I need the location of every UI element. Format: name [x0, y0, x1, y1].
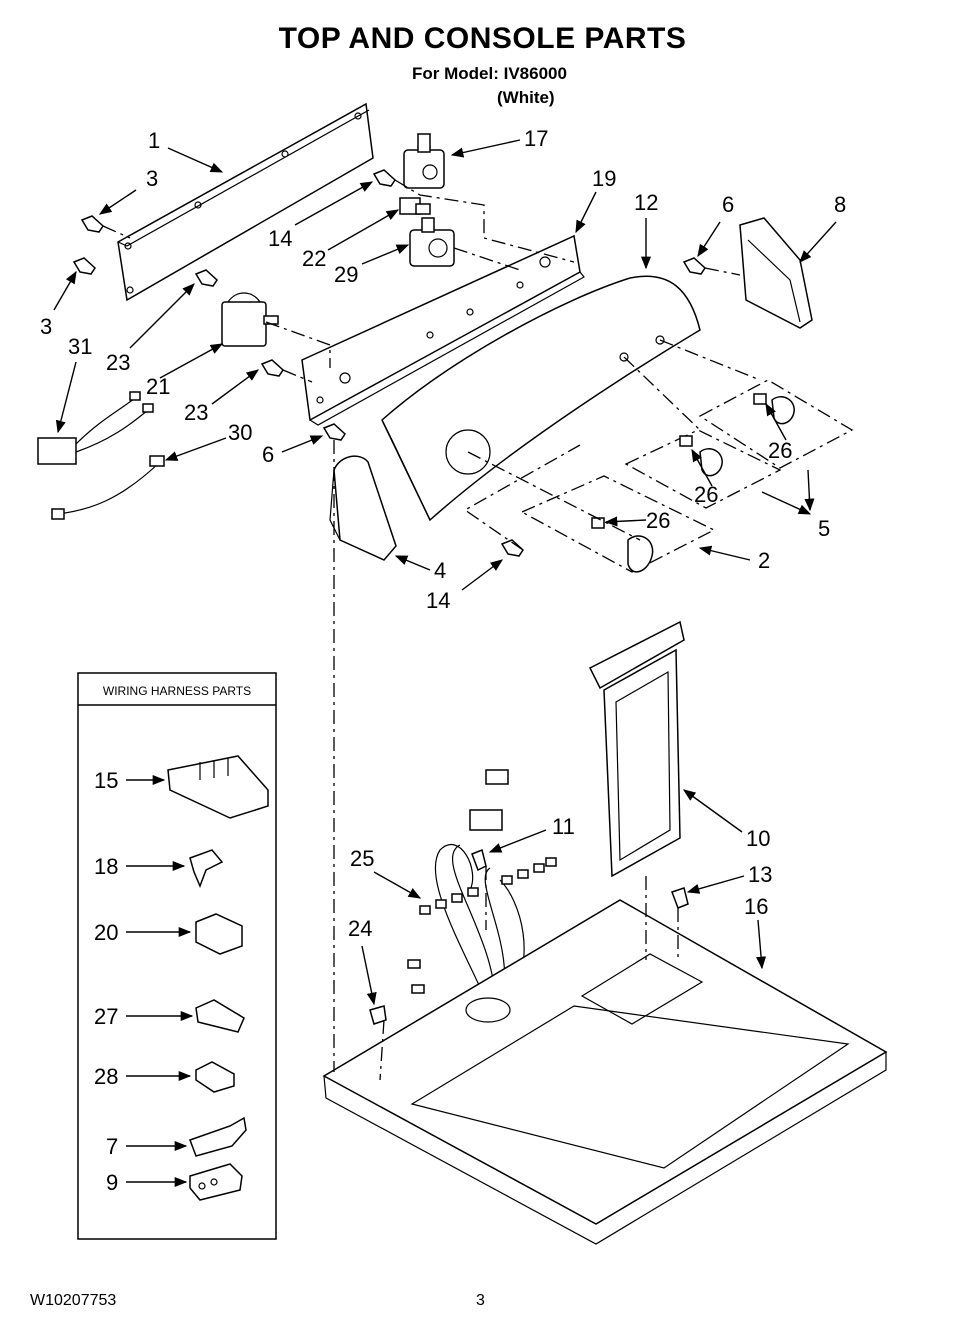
knob-box-5-lower	[624, 429, 782, 509]
callout-23-lower: 23	[184, 400, 208, 425]
callout-8: 8	[834, 192, 846, 217]
switch-29-part	[409, 217, 455, 267]
callout-25: 25	[350, 846, 374, 871]
model-color: (White)	[497, 88, 555, 107]
console-panel-12-part	[381, 275, 701, 522]
callout-23-upper: 23	[106, 350, 130, 375]
document-number: W10207753	[30, 1292, 117, 1309]
rear-panel-bracket-part	[117, 102, 374, 302]
wire-30-part	[51, 455, 165, 520]
callout-1: 1	[148, 128, 160, 153]
callout-2: 2	[758, 548, 770, 573]
callout-31: 31	[68, 334, 92, 359]
screw-6-lower-part	[322, 423, 346, 441]
callout-30: 30	[228, 420, 252, 445]
callout-14-lower: 14	[426, 588, 450, 613]
page-title: TOP AND CONSOLE PARTS	[278, 22, 687, 55]
main-harness-25-part	[407, 769, 557, 1011]
screw-11-part	[471, 848, 487, 872]
callout-18: 18	[94, 854, 118, 879]
callout-14-upper: 14	[268, 226, 292, 251]
knob-box-5-upper	[698, 379, 854, 469]
callout-15: 15	[94, 768, 118, 793]
callout-4: 4	[434, 558, 446, 583]
screw-3-lower-part	[72, 257, 96, 275]
callout-9: 9	[106, 1170, 118, 1195]
timer-21-part	[221, 292, 279, 347]
callout-22: 22	[302, 246, 326, 271]
connector-27-part	[195, 999, 245, 1033]
connector-20-part	[195, 913, 243, 955]
connector-28-part	[195, 1061, 235, 1093]
callout-3-lower: 3	[40, 314, 52, 339]
end-cap-4-part	[329, 455, 397, 561]
callout-5: 5	[818, 516, 830, 541]
callout-28: 28	[94, 1064, 118, 1089]
callout-6-lower: 6	[262, 442, 274, 467]
callout-10: 10	[746, 826, 770, 851]
callout-3-upper: 3	[146, 166, 158, 191]
lint-screen-10-part	[588, 620, 685, 878]
callout-20: 20	[94, 920, 118, 945]
page-number: 3	[476, 1292, 485, 1309]
callout-26-lower: 26	[646, 508, 670, 533]
housing-9-part	[189, 1163, 243, 1201]
callout-17: 17	[524, 126, 548, 151]
connector-15-part	[167, 755, 269, 819]
callout-21: 21	[146, 374, 170, 399]
callout-12: 12	[634, 190, 658, 215]
callout-11: 11	[552, 814, 575, 839]
callout-13: 13	[748, 862, 772, 887]
screw-13-part	[671, 887, 689, 909]
callout-24: 24	[348, 916, 372, 941]
callout-6-upper: 6	[722, 192, 734, 217]
screw-3-upper-part	[80, 215, 104, 233]
callout-26-upper: 26	[768, 438, 792, 463]
alignment-lines	[102, 179, 761, 1081]
leader-arrows	[53, 139, 837, 1188]
switch-22-part	[399, 197, 431, 215]
screw-14-lower-part	[500, 539, 524, 557]
screw-14-top-part	[372, 169, 396, 187]
end-cap-8-part	[739, 217, 813, 329]
callout-19: 19	[592, 166, 616, 191]
top-panel-16-part	[322, 899, 888, 1245]
callout-16: 16	[744, 894, 768, 919]
clip-24-part	[369, 1005, 387, 1025]
control-bracket-19-part	[301, 234, 585, 426]
screw-23-upper-part	[194, 269, 218, 287]
callout-labels: 1 3 3 17 19 12 6 8 14 22 29 31 23 21 23 …	[40, 126, 846, 1195]
callout-29: 29	[334, 262, 358, 287]
model-number: For Model: IV86000	[412, 64, 567, 83]
harness-box-title: WIRING HARNESS PARTS	[103, 684, 251, 698]
connector-18-part	[189, 849, 224, 889]
harness-31-part	[37, 391, 154, 465]
wiring-harness-box: WIRING HARNESS PARTS	[77, 672, 277, 1240]
screw-6-upper-part	[682, 257, 706, 275]
screw-23-lower-part	[260, 359, 284, 377]
callout-7: 7	[106, 1134, 118, 1159]
switch-17-part	[403, 133, 445, 189]
terminal-7-part	[189, 1116, 247, 1157]
knob-box-2	[520, 475, 716, 573]
callout-27: 27	[94, 1004, 118, 1029]
callout-26-middle: 26	[694, 482, 718, 507]
